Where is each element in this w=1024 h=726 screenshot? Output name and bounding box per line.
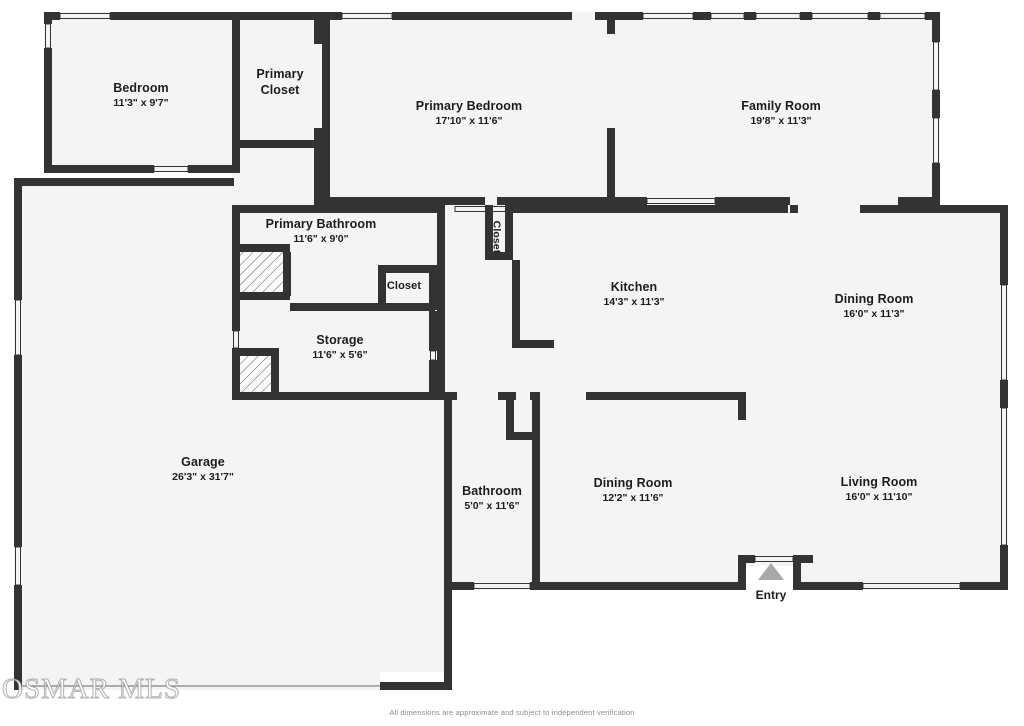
entry-name: Entry	[755, 588, 787, 602]
room-fills	[14, 12, 1008, 690]
hatch-fixture-utility	[237, 355, 275, 397]
hatched-fixtures	[237, 252, 289, 397]
hatch-fixture-shower	[239, 252, 289, 298]
disclaimer-text: All dimensions are approximate and subje…	[389, 708, 635, 717]
entry-label: Entry	[756, 588, 787, 602]
entry-direction-icon	[758, 563, 784, 580]
walls	[14, 12, 1008, 690]
